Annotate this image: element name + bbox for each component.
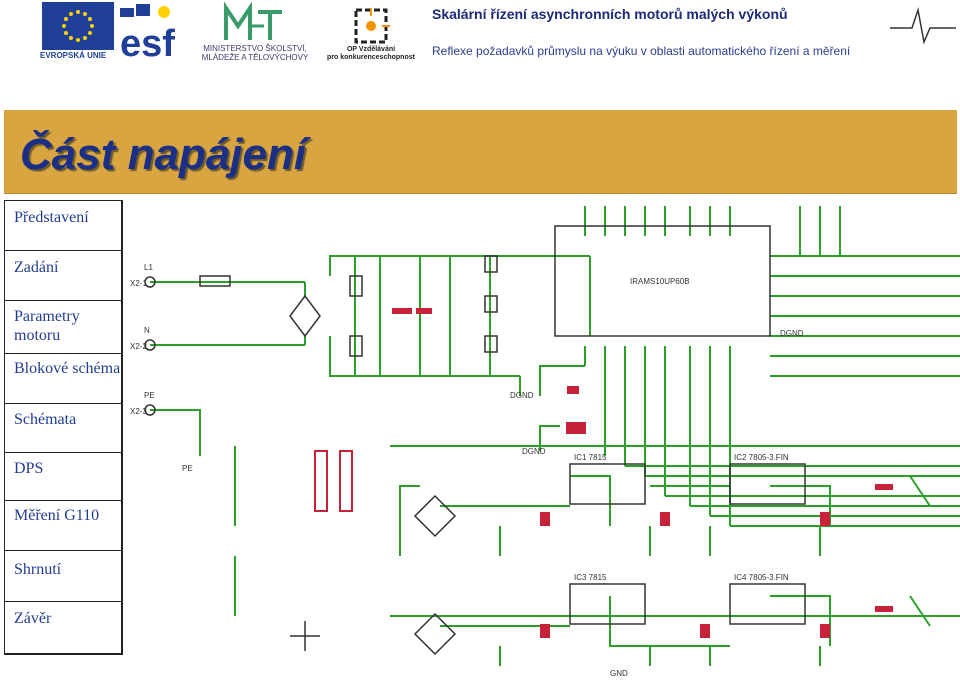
section-banner: Část napájení xyxy=(4,110,957,194)
msmt-mark-icon xyxy=(224,1,282,40)
ground-label: DGND xyxy=(510,391,534,400)
nav-item-predstaveni[interactable]: Představení xyxy=(5,201,121,251)
connector-label: X2-1 xyxy=(130,279,147,288)
nav-item-parametry-motoru[interactable]: Parametry motoru xyxy=(5,301,121,354)
schematic-wires xyxy=(150,206,960,666)
navigation-sidebar: Představení Zadání Parametry motoru Blok… xyxy=(4,200,123,655)
ground-label: DGND xyxy=(522,447,546,456)
header-bar: EVROPSKÁ UNIE esf MINISTERSTVO ŠKOLSTVÍ,… xyxy=(0,0,960,70)
schematic-components xyxy=(199,255,893,638)
connector-label: X2-2 xyxy=(130,342,147,351)
regulator-label: IC4 7805-3.FIN xyxy=(734,573,789,582)
schematic-parts-outline xyxy=(144,225,806,656)
ground-label: GND xyxy=(610,669,628,678)
esf-logo: esf xyxy=(118,2,188,65)
nav-item-label: Zadání xyxy=(14,259,59,276)
nav-item-label: Blokové schéma xyxy=(14,360,121,377)
regulator-label: IC2 7805-3.FIN xyxy=(734,453,789,462)
msmt-logo: MINISTERSTVO ŠKOLSTVÍ, MLÁDEŽE A TĚLOVÝC… xyxy=(190,1,320,64)
eu-flag-logo xyxy=(42,2,114,50)
regulator-label: IC1 7815 xyxy=(574,453,607,462)
nav-item-shrnuti[interactable]: Shrnutí xyxy=(5,551,121,602)
nav-item-dps[interactable]: DPS xyxy=(5,453,121,501)
nav-item-schemata[interactable]: Schémata xyxy=(5,404,121,453)
nav-item-zaver[interactable]: Závěr xyxy=(5,602,121,650)
nav-item-label: Představení xyxy=(14,209,89,226)
nav-item-label: DPS xyxy=(14,460,44,477)
opvk-mark-icon xyxy=(354,8,390,44)
nav-item-label: Shrnutí xyxy=(14,561,62,578)
ground-label: PE xyxy=(182,464,193,473)
nav-item-zadani[interactable]: Zadání xyxy=(5,251,121,301)
opvk-logo: OP Vzdělávání pro konkurenceschopnost xyxy=(316,2,426,64)
nav-item-blokove-schema[interactable]: Blokové schéma xyxy=(5,354,121,404)
presentation-subtitle: Reflexe požadavků průmyslu na výuku v ob… xyxy=(432,44,851,58)
opvk-label-2: pro konkurenceschopnost xyxy=(327,54,415,61)
nav-item-label: Schémata xyxy=(14,411,77,428)
nav-item-label: Parametry motoru xyxy=(14,308,80,344)
regulator-label: IC3 7815 xyxy=(574,573,607,582)
msmt-label-2: MLÁDEŽE A TĚLOVÝCHOVY xyxy=(201,53,309,62)
eu-label: EVROPSKÁ UNIE xyxy=(40,51,107,60)
power-supply-schematic: X2-1 X2-2 X2-3 L1 N PE IRAMS10UP60B IC1 … xyxy=(130,206,960,678)
connector-label: X2-3 xyxy=(130,407,147,416)
signal-label: L1 xyxy=(144,263,153,272)
nav-item-label: Závěr xyxy=(14,610,52,627)
presentation-title: Skalární řízení asynchronních motorů mal… xyxy=(432,6,788,22)
ground-label: DGND xyxy=(780,329,804,338)
signal-label: N xyxy=(144,326,150,335)
esf-mark-icon: esf xyxy=(120,4,175,65)
pulse-icon xyxy=(890,7,956,45)
esf-text: esf xyxy=(120,23,175,60)
chip-label: IRAMS10UP60B xyxy=(630,277,690,286)
nav-item-label: Měření G110 xyxy=(14,507,100,524)
opvk-label-1: OP Vzdělávání xyxy=(346,46,396,53)
section-title: Část napájení xyxy=(20,130,307,179)
schematic-labels: X2-1 X2-2 X2-3 L1 N PE IRAMS10UP60B IC1 … xyxy=(130,263,804,678)
msmt-label-1: MINISTERSTVO ŠKOLSTVÍ, xyxy=(203,44,307,53)
nav-item-mereni-g110[interactable]: Měření G110 xyxy=(5,501,121,551)
signal-label: PE xyxy=(144,391,155,400)
eu-stars-icon xyxy=(42,2,114,50)
